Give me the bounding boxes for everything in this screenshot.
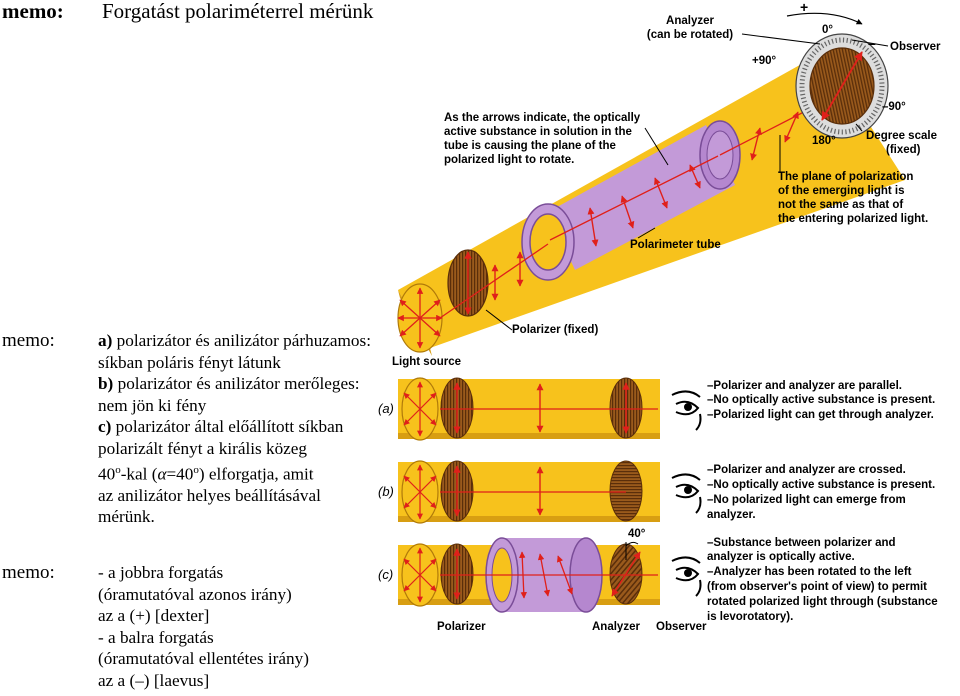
analyzer-rotatable-label: (can be rotated): [647, 29, 733, 41]
observer-pointer: [851, 39, 889, 47]
item-c-line5: mérünk.: [98, 507, 155, 527]
panel-c-note-1: –Substance between polarizer and: [707, 537, 896, 549]
memo-header: memo:: [2, 0, 64, 23]
explanation-text-1: a) polarizátor és anilizátor párhuzamos:…: [98, 330, 371, 528]
memo-label-2: memo:: [2, 562, 55, 583]
panel-c-note-2: analyzer is optically active.: [707, 551, 855, 563]
panel-a-note-3: –Polarized light can get through analyze…: [707, 409, 934, 421]
item-c-line1: polarizátor által előállított síkban: [111, 417, 344, 437]
panel-c-note-6: is levorotatory).: [707, 611, 793, 623]
panel-c-note-4: (from observer's point of view) to permi…: [707, 581, 927, 593]
eye-icon-b: [671, 473, 702, 514]
panel-c-label: (c): [378, 567, 393, 582]
eye-icon-c: [671, 556, 702, 597]
eye-icon-a: [671, 390, 702, 431]
plane-note-4: the entering polarized light.: [778, 213, 928, 225]
item-a-line1: polarizátor és anilizátor párhuzamos:: [112, 331, 371, 350]
item-c-line4: az anilizátor helyes beállításával: [98, 485, 321, 505]
minus-sign: –: [868, 35, 876, 51]
panel-b-note-4: analyzer.: [707, 509, 756, 521]
item-b-line2: nem jön ki fény: [98, 395, 207, 415]
observer-label: Observer: [890, 41, 941, 53]
top-beam-arrows-2: [750, 111, 799, 161]
deg180-label: 180°: [812, 135, 836, 147]
item-c-line2: polarizált fényt a királis közeg: [98, 438, 308, 458]
panel-c-note-3: –Analyzer has been rotated to the left: [707, 566, 912, 578]
bottom-observer-label: Observer: [656, 621, 707, 633]
analyzer-dial[interactable]: [795, 33, 889, 139]
top-labels: Analyzer (can be rotated) + – 0° +90° –9…: [392, 0, 941, 368]
arrows-note-3: tube is causing the plane of the: [444, 140, 616, 152]
degree-scale-label: Degree scale: [866, 130, 937, 142]
panel-b: [398, 460, 660, 524]
rotation-line-2: (óramutatóval azonos irány): [98, 584, 292, 604]
panel-a-note-2: –No optically active substance is presen…: [707, 394, 935, 406]
memo-label-1: memo:: [2, 330, 55, 351]
polarizer-fixed-label: Polarizer (fixed): [512, 324, 598, 336]
light-source-disc: [397, 283, 443, 353]
panel-labels: (a) (b) (c) –Polarizer and analyzer are …: [378, 380, 938, 633]
rotation-line-3: az a (+) [dexter]: [98, 606, 210, 626]
arrows-note-1: As the arrows indicate, the optically: [444, 112, 641, 124]
rotation-line-6: az a (–) [laevus]: [98, 670, 210, 690]
zero-degree-label: 0°: [822, 24, 833, 36]
panel-b-label: (b): [378, 484, 394, 499]
panel-b-note-3: –No polarized light can emerge from: [707, 494, 906, 506]
panel-b-note-2: –No optically active substance is presen…: [707, 479, 935, 491]
panel-c-note-5: rotated polarized light through (substan…: [707, 596, 938, 608]
plus-sign: +: [800, 0, 808, 15]
item-a-prefix: a): [98, 331, 113, 350]
minus90-label: –90°: [882, 101, 906, 113]
rotation-line-1: - a jobbra forgatás: [98, 563, 224, 582]
angle-40-label: 40°: [628, 528, 646, 540]
top-beam-arrows-1: [491, 251, 524, 301]
arrows-note-4: polarized light to rotate.: [444, 154, 574, 166]
explanation-text-2: - a jobbra forgatás (óramutatóval azonos…: [98, 562, 309, 692]
panel-a: [398, 377, 660, 441]
item-a-line2: síkban poláris fényt látunk: [98, 352, 281, 372]
polarimeter-tube: [521, 120, 741, 281]
analyzer-label: Analyzer: [666, 15, 714, 27]
top-leader-lines: [485, 33, 863, 331]
item-b-prefix: b): [98, 374, 114, 394]
rotation-line-4: - a balra forgatás: [98, 627, 214, 647]
rotation-arc-arrow: [786, 12, 863, 25]
item-c-line3: 40o-kal (α=40o) elforgatja, amit: [98, 463, 314, 484]
top-polarizer-disc: [447, 249, 489, 317]
panel-c: [398, 537, 660, 613]
plane-note-2: of the emerging light is: [778, 185, 905, 197]
plane-note-3: not the same as that of: [778, 199, 903, 211]
plane-note-1: The plane of polarization: [778, 171, 913, 183]
rotation-line-5: (óramutatóval ellentétes irány): [98, 649, 309, 669]
degree-scale-fixed-label: (fixed): [886, 144, 921, 156]
arrows-note-2: active substance in solution in the: [444, 126, 632, 138]
panel-a-label: (a): [378, 401, 394, 416]
bottom-analyzer-label: Analyzer: [592, 621, 640, 633]
eye-icons: [671, 390, 702, 597]
panel-b-note-1: –Polarizer and analyzer are crossed.: [707, 464, 906, 476]
polarimeter-tube-label: Polarimeter tube: [630, 239, 721, 251]
panel-a-note-1: –Polarizer and analyzer are parallel.: [707, 380, 902, 392]
bottom-polarizer-label: Polarizer: [437, 621, 486, 633]
item-b-line1: polarizátor és anilizátor merőleges:: [113, 374, 360, 394]
plus90-label: +90°: [752, 55, 777, 67]
light-source-label: Light source: [392, 356, 461, 368]
item-c-prefix: c): [98, 417, 112, 437]
page-title: Forgatást polariméterrel mérünk: [102, 0, 374, 23]
